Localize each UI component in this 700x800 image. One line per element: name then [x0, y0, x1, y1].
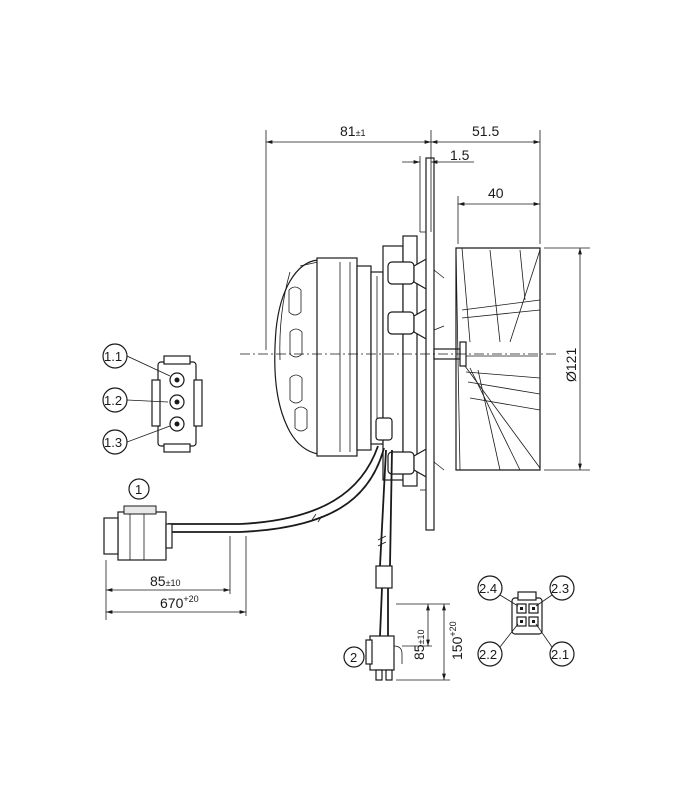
dim-fan-depth: 51.5	[472, 123, 499, 139]
callouts	[102, 343, 575, 668]
dim-cable2-long: 150+20	[448, 621, 465, 660]
dim-blade: 40	[488, 185, 504, 201]
dim-diameter: Ø121	[563, 348, 579, 382]
flange-plate	[425, 157, 435, 531]
cable-2	[375, 449, 393, 637]
dim-cable1-short: 85±10	[150, 573, 181, 589]
callout-2-2: 2.2	[479, 647, 497, 662]
connector-1-face	[151, 355, 203, 453]
dim-flange: 1.5	[450, 147, 470, 163]
callout-1-1: 1.1	[104, 349, 122, 364]
dimension-lines	[105, 130, 590, 681]
mounting-screws	[375, 256, 429, 480]
callout-2-4: 2.4	[479, 581, 497, 596]
callout-1-2: 1.2	[104, 393, 122, 408]
connector-2	[365, 635, 403, 681]
cooling-slots	[288, 286, 308, 432]
callout-1: 1	[135, 482, 142, 497]
connector-1	[103, 505, 173, 561]
cable-1	[160, 445, 385, 533]
dim-cable2-short: 85±10	[411, 629, 427, 660]
callout-1-3: 1.3	[104, 435, 122, 450]
dim-overall: 81±1	[340, 123, 366, 139]
dim-cable1-long: 670+20	[160, 594, 199, 611]
callout-2: 2	[350, 650, 357, 665]
impeller	[455, 247, 541, 471]
connector-2-face	[511, 591, 543, 635]
callout-2-1: 2.1	[551, 647, 569, 662]
motor-housing	[274, 157, 467, 531]
callout-2-3: 2.3	[551, 581, 569, 596]
